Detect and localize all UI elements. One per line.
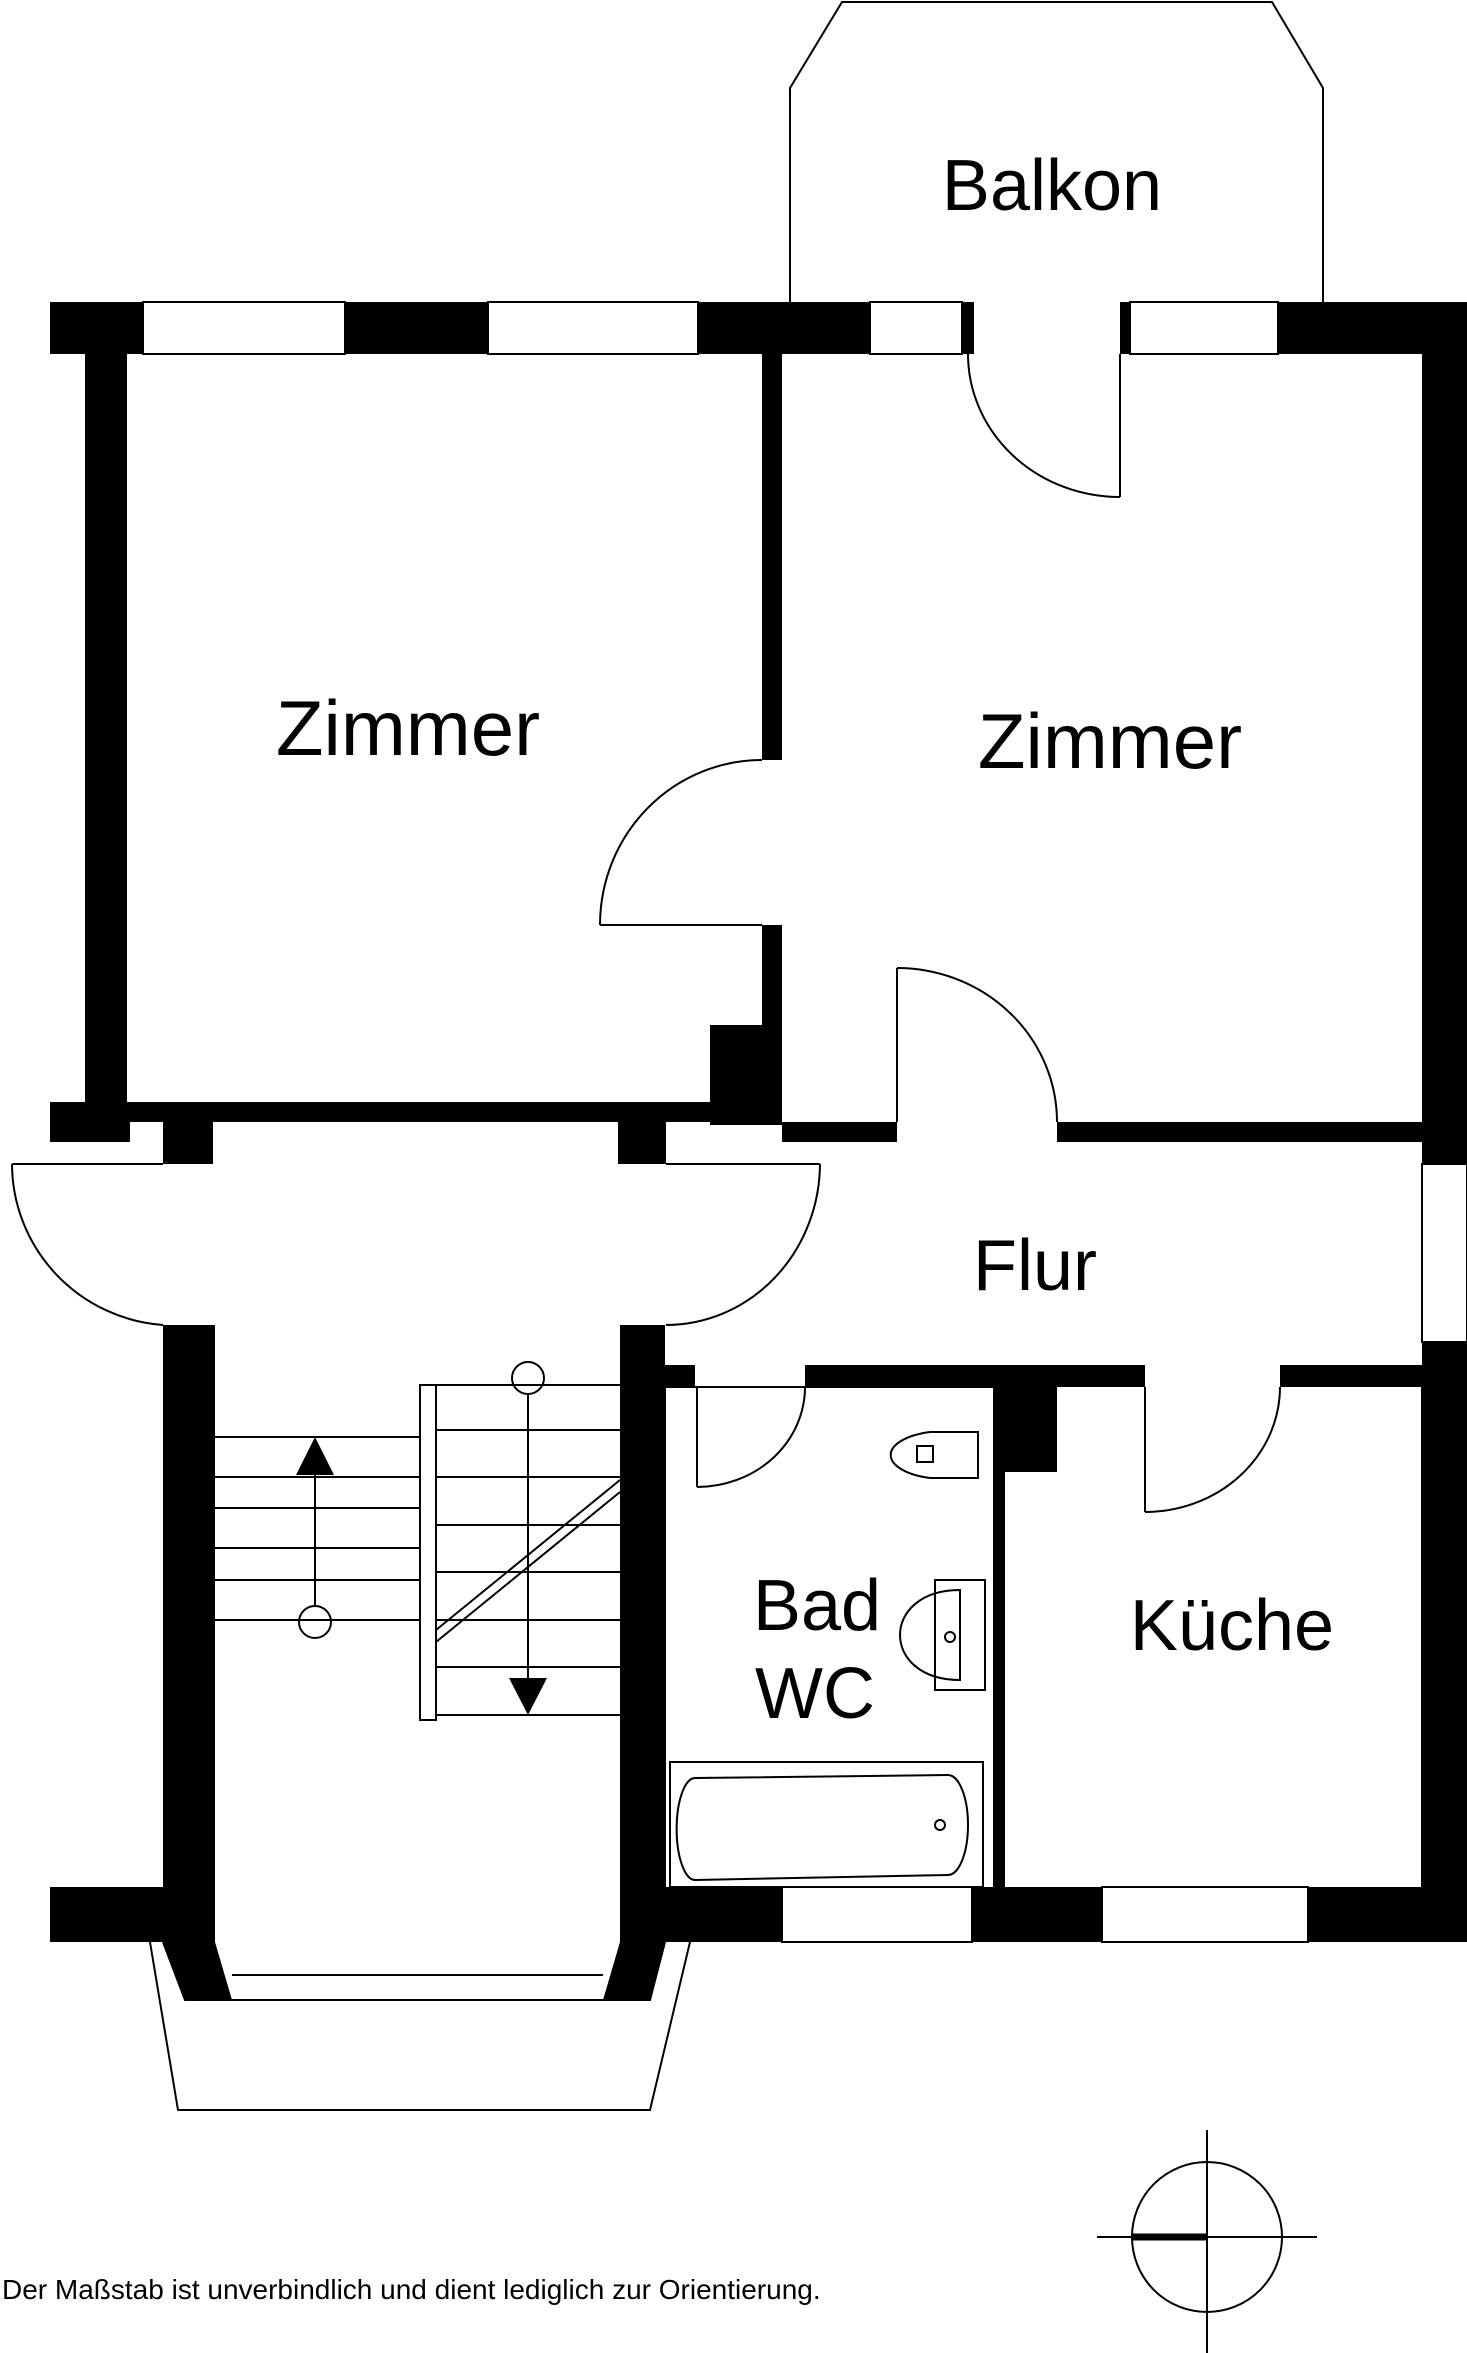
doors bbox=[11, 353, 1281, 1513]
label-zimmer-right: Zimmer bbox=[978, 697, 1242, 785]
walls bbox=[50, 302, 1467, 2000]
label-wc: WC bbox=[755, 1654, 875, 1734]
label-kueche: Küche bbox=[1130, 1586, 1334, 1666]
stair-arrows bbox=[296, 1437, 547, 1715]
label-flur: Flur bbox=[973, 1226, 1097, 1306]
label-bad: Bad bbox=[753, 1566, 881, 1646]
bathtub-icon bbox=[669, 1761, 984, 1888]
bathroom-fixtures bbox=[669, 1431, 986, 1888]
partitions bbox=[664, 1386, 1423, 1887]
scale-disclaimer: Der Maßstab ist unverbindlich und dient … bbox=[2, 2274, 821, 2305]
label-balkon: Balkon bbox=[942, 146, 1162, 226]
label-zimmer-left: Zimmer bbox=[276, 684, 540, 772]
balcony bbox=[789, 0, 1324, 302]
windows bbox=[142, 301, 1467, 1943]
toilet-icon bbox=[889, 1431, 979, 1479]
sink-icon bbox=[899, 1588, 961, 1682]
compass-icon bbox=[1097, 2130, 1317, 2353]
bay-window bbox=[149, 1941, 691, 2111]
staircase bbox=[215, 1361, 621, 1721]
